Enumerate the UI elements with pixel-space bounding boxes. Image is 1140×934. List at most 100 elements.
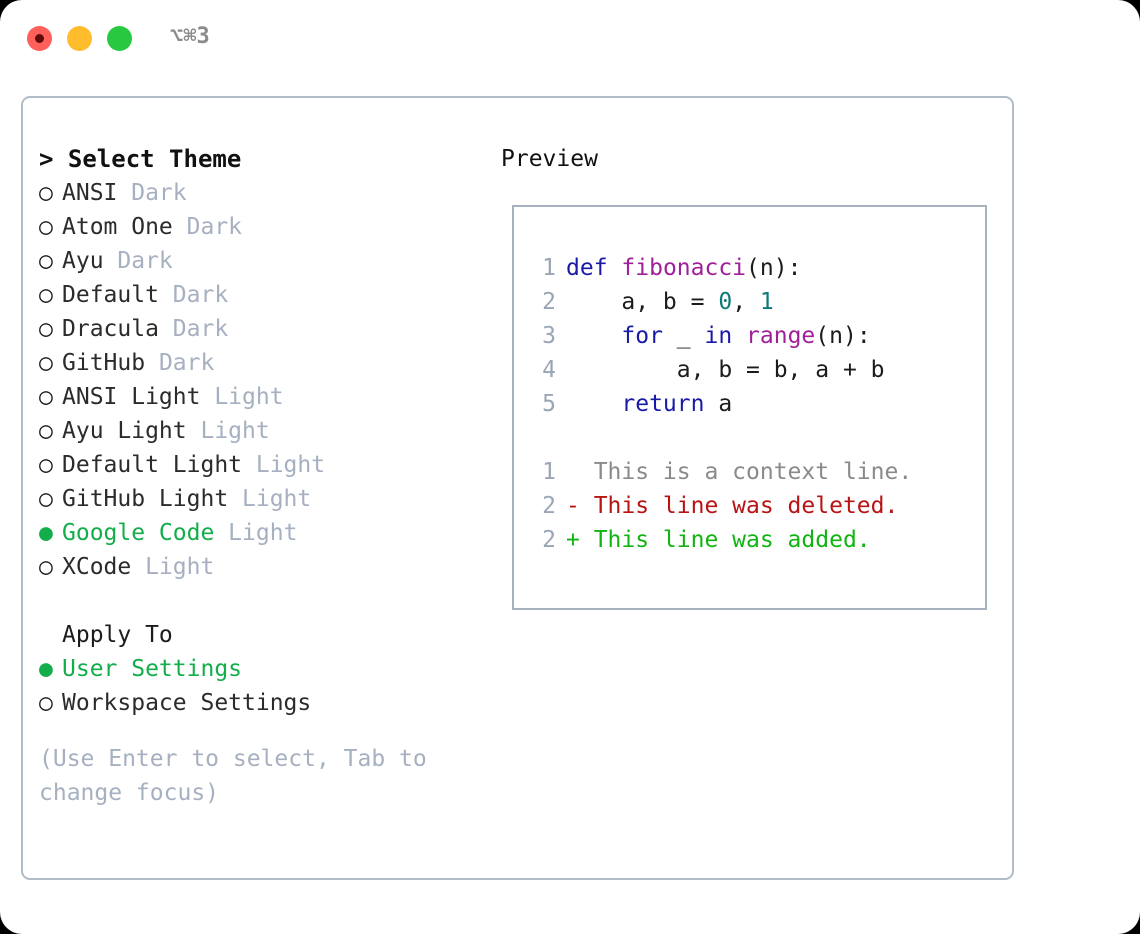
theme-list-item[interactable]: ○ Ayu Light Light xyxy=(39,414,479,448)
code-token xyxy=(566,391,621,417)
theme-name: ANSI Light xyxy=(62,384,201,410)
recording-indicator-icon xyxy=(35,34,44,43)
code-token: (n): xyxy=(746,255,802,281)
preview-header: Preview xyxy=(501,146,598,172)
theme-list-item[interactable]: ○Ayu Dark xyxy=(39,244,479,278)
preview-column: Preview xyxy=(501,142,1001,176)
theme-list-item[interactable]: ○ Dracula Dark xyxy=(39,312,479,346)
diff-line-text: + This line was added. xyxy=(566,527,871,553)
line-number: 2 xyxy=(542,289,556,315)
code-token: return xyxy=(621,391,705,417)
theme-kind-badge: Dark xyxy=(158,316,229,342)
radio-unselected-icon: ○ xyxy=(39,214,53,240)
theme-list-item[interactable]: ● Google Code Light xyxy=(39,516,479,550)
code-token: , xyxy=(732,289,760,315)
radio-selected-icon: ● xyxy=(39,656,53,682)
code-line: 2 a, b = 0, 1 xyxy=(532,285,972,319)
theme-name: Default xyxy=(62,282,159,308)
theme-list-item[interactable]: ○ Default Dark xyxy=(39,278,479,312)
code-token: def xyxy=(566,255,608,281)
theme-name: Google Code xyxy=(62,520,215,546)
diff-line-text: This is a context line. xyxy=(566,459,913,485)
code-line: 5 return a xyxy=(532,387,972,421)
theme-list[interactable]: ○ANSI Dark○Atom One Dark○Ayu Dark○Defaul… xyxy=(39,176,479,584)
theme-kind-badge: Light xyxy=(186,418,270,444)
code-token: a xyxy=(704,391,733,417)
theme-name: Ayu xyxy=(62,248,104,274)
radio-unselected-icon: ○ xyxy=(39,282,53,308)
theme-name: XCode xyxy=(62,554,132,580)
radio-unselected-icon: ○ xyxy=(39,690,53,716)
code-token xyxy=(732,323,746,349)
code-token: _ xyxy=(662,323,705,349)
theme-kind-badge: Dark xyxy=(158,282,229,308)
diff-line: 1 This is a context line. xyxy=(532,455,972,489)
apply-to-option-label: Workspace Settings xyxy=(62,690,312,716)
keyboard-shortcut-label: ⌥⌘3 xyxy=(170,24,210,49)
line-number: 2 xyxy=(542,527,556,553)
apply-to-option[interactable]: ○ Workspace Settings xyxy=(39,686,479,720)
theme-name: GitHub xyxy=(62,350,146,376)
theme-list-item[interactable]: ○XCode Light xyxy=(39,550,479,584)
theme-list-item[interactable]: ○ANSI Dark xyxy=(39,176,479,210)
radio-unselected-icon: ○ xyxy=(39,316,53,342)
code-token: (n): xyxy=(815,323,871,349)
theme-name: Ayu Light xyxy=(62,418,187,444)
code-line: 3 for _ in range(n): xyxy=(532,319,972,353)
diff-line: 2 - This line was deleted. xyxy=(532,489,972,523)
line-number: 3 xyxy=(542,323,556,349)
theme-list-item[interactable]: ○ ANSI Light Light xyxy=(39,380,479,414)
radio-unselected-icon: ○ xyxy=(39,486,53,512)
code-token: a, b = b, a + b xyxy=(566,357,885,383)
theme-name: Atom One xyxy=(62,214,173,240)
code-token: 0 xyxy=(718,289,733,315)
theme-kind-badge: Light xyxy=(131,554,215,580)
theme-name: Default Light xyxy=(62,452,243,478)
radio-unselected-icon: ○ xyxy=(39,452,53,478)
theme-list-item[interactable]: ○ Atom One Dark xyxy=(39,210,479,244)
apply-to-option[interactable]: ●User Settings xyxy=(39,652,479,686)
code-token: fibonacci xyxy=(621,255,747,281)
theme-name: ANSI xyxy=(62,180,118,206)
code-token xyxy=(566,323,621,349)
theme-name: Dracula xyxy=(62,316,159,342)
code-token: 1 xyxy=(759,289,774,315)
code-token: a, b = xyxy=(566,289,719,315)
theme-kind-badge: Dark xyxy=(172,214,243,240)
radio-unselected-icon: ○ xyxy=(39,350,53,376)
diff-line: 2 + This line was added. xyxy=(532,523,972,557)
code-token: range xyxy=(746,323,816,349)
radio-unselected-icon: ○ xyxy=(39,248,53,274)
line-number: 1 xyxy=(542,255,556,281)
apply-to-list[interactable]: ●User Settings ○ Workspace Settings xyxy=(39,652,479,720)
theme-kind-badge: Light xyxy=(242,452,326,478)
code-line: 4 a, b = b, a + b xyxy=(532,353,972,387)
theme-kind-badge: Light xyxy=(214,520,298,546)
theme-list-item[interactable]: ○GitHub Light Light xyxy=(39,482,479,516)
minimize-window-button[interactable] xyxy=(67,26,92,51)
theme-list-item[interactable]: ○ Default Light Light xyxy=(39,448,479,482)
code-line: 1 def fibonacci(n): xyxy=(532,251,972,285)
theme-kind-badge: Dark xyxy=(145,350,215,376)
window-titlebar: ⌥⌘3 xyxy=(0,0,1140,78)
theme-kind-badge: Dark xyxy=(117,180,187,206)
theme-picker-panel: > Select Theme ○ANSI Dark○Atom One Dark○… xyxy=(21,96,1014,880)
list-spacer xyxy=(39,584,479,618)
radio-selected-icon: ● xyxy=(39,520,53,546)
maximize-window-button[interactable] xyxy=(107,26,132,51)
radio-unselected-icon: ○ xyxy=(39,384,53,410)
line-number: 1 xyxy=(542,459,556,485)
line-number: 5 xyxy=(542,391,556,417)
select-theme-header: > Select Theme xyxy=(39,145,242,173)
code-token: in xyxy=(704,323,733,349)
theme-list-item[interactable]: ○ GitHub Dark xyxy=(39,346,479,380)
radio-unselected-icon: ○ xyxy=(39,418,53,444)
line-number: 4 xyxy=(542,357,556,383)
theme-kind-badge: Light xyxy=(200,384,284,410)
diff-line-text: - This line was deleted. xyxy=(566,493,899,519)
apply-to-label: Apply To xyxy=(62,622,173,648)
line-number: 2 xyxy=(542,493,556,519)
